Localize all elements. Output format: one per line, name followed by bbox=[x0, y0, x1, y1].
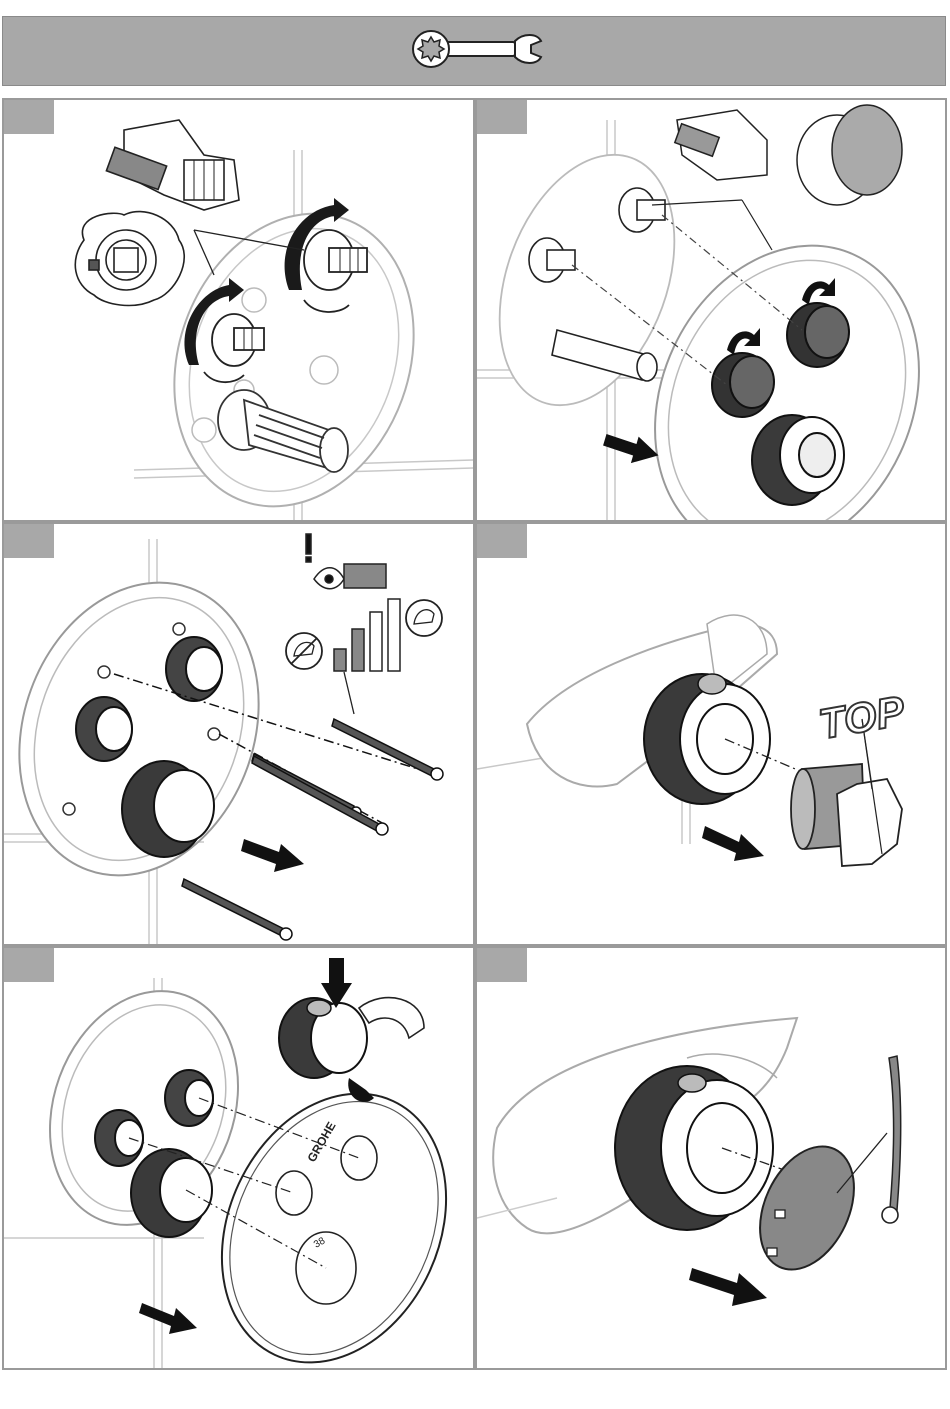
cartridge-mount-illustration bbox=[4, 100, 475, 522]
hand-tight-arm-crossed-icon bbox=[286, 633, 322, 669]
step-panel-2 bbox=[475, 98, 947, 522]
tools-header-bar bbox=[2, 16, 946, 86]
top-insert-illustration: TOP bbox=[477, 524, 947, 946]
step-panel-6 bbox=[475, 946, 947, 1370]
top-label: TOP bbox=[815, 687, 908, 748]
rosette-screws-illustration bbox=[4, 524, 475, 946]
faceplate-install-illustration: GROHE 38 bbox=[4, 948, 475, 1370]
step-panel-4: TOP bbox=[475, 522, 947, 946]
open-end-wrench-icon bbox=[3, 17, 947, 87]
hand-tight-arm-icon bbox=[406, 600, 442, 636]
step-panel-1 bbox=[2, 98, 475, 522]
knob-sleeve-install-illustration bbox=[477, 100, 947, 522]
button-cap-install-illustration bbox=[477, 948, 947, 1370]
step-panel-3 bbox=[2, 522, 475, 946]
step-panel-5: GROHE 38 bbox=[2, 946, 475, 1370]
